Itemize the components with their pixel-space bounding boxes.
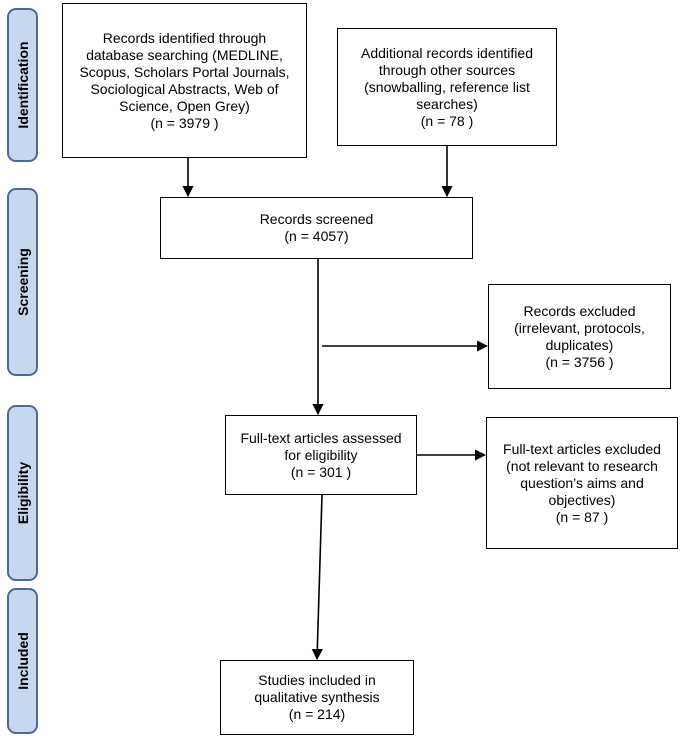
phase-screening: Screening (7, 188, 38, 376)
fulltext-excluded-count: (n = 87 ) (555, 508, 609, 525)
included-count: (n = 214) (288, 706, 346, 722)
box-studies-included: Studies included in qualitative synthesi… (220, 660, 414, 735)
excluded-count: (n = 3756 ) (545, 353, 614, 370)
additional-line-4: searches) (416, 95, 478, 112)
box-database-records: Records identified through database sear… (62, 3, 307, 158)
fulltext-excluded-line-4: objectives) (548, 491, 616, 508)
screened-line-1: Records screened (259, 211, 374, 227)
excluded-line-1: Records excluded (523, 302, 636, 319)
fulltext-line-2: for eligibility (284, 446, 358, 463)
database-line-3: Scopus, Scholars Portal Journals, (79, 63, 290, 80)
phase-identification: Identification (7, 8, 38, 162)
excluded-line-3: duplicates) (545, 336, 614, 353)
excluded-line-2: (irrelevant, protocols, (514, 319, 645, 336)
box-fulltext-assessed: Full-text articles assessed for eligibil… (225, 415, 417, 495)
fulltext-excluded-line-2: (not relevant to research (506, 457, 658, 474)
additional-line-2: through other sources (378, 61, 516, 78)
phase-included: Included (7, 588, 38, 734)
additional-line-3: (snowballing, reference list (364, 78, 530, 95)
database-line-2: database searching (MEDLINE, (86, 46, 283, 63)
phase-eligibility: Eligibility (7, 405, 38, 581)
database-count: (n = 3979 ) (150, 114, 219, 131)
box-records-excluded: Records excluded (irrelevant, protocols,… (488, 284, 671, 389)
fulltext-line-1: Full-text articles assessed (240, 429, 402, 446)
included-line-1: Studies included in (258, 672, 376, 688)
screened-count: (n = 4057) (284, 228, 349, 244)
database-line-4: Sociological Abstracts, Web of (90, 80, 279, 97)
fulltext-excluded-line-3: question’s aims and (520, 474, 644, 491)
database-line-1: Records identified through (102, 29, 267, 46)
database-line-5: Science, Open Grey) (119, 97, 250, 114)
additional-count: (n = 78 ) (420, 112, 474, 129)
included-line-2: qualitative synthesis (254, 689, 380, 705)
box-records-screened: Records screened (n = 4057) (160, 197, 473, 259)
additional-line-1: Additional records identified (361, 44, 533, 61)
box-additional-records: Additional records identified through ot… (337, 28, 557, 146)
fulltext-excluded-line-1: Full-text articles excluded (503, 440, 661, 457)
arrow-fulltext-to-included (311, 494, 323, 661)
fulltext-count: (n = 301 ) (290, 463, 352, 480)
box-fulltext-excluded: Full-text articles excluded (not relevan… (486, 417, 678, 549)
